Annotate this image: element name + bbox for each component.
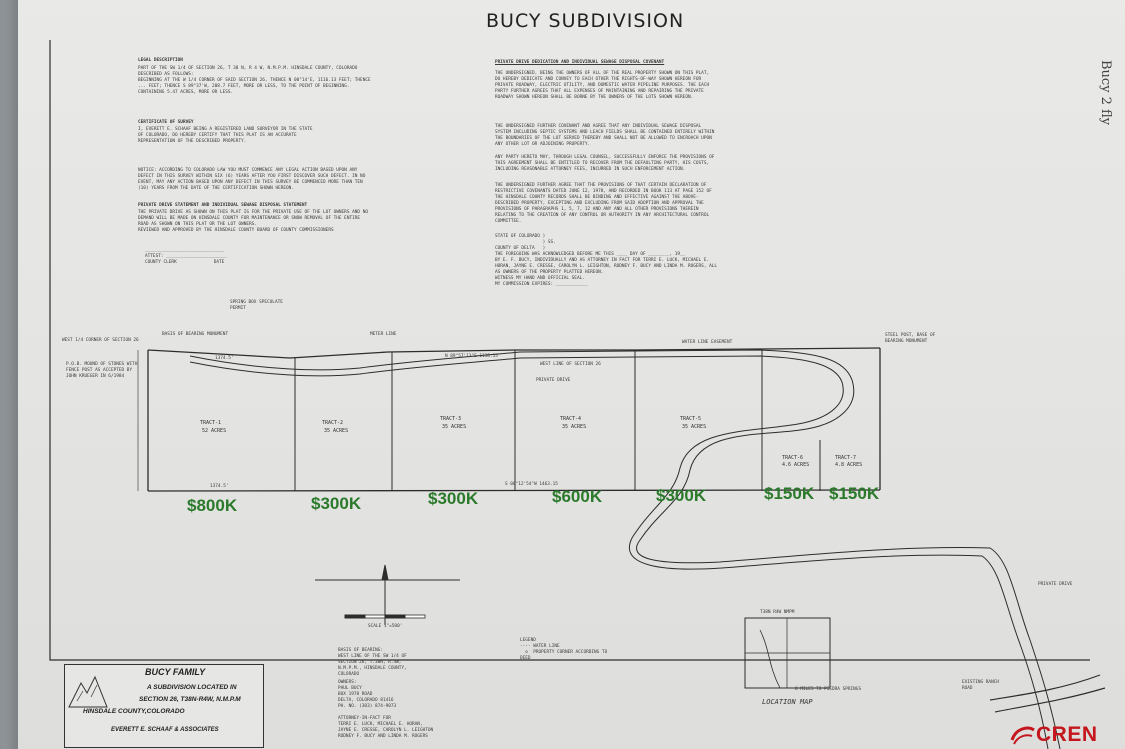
tract-4-acres: 35 ACRES (562, 424, 587, 430)
cren-logo-text: CREN (1036, 723, 1098, 746)
survey-heading: CERTIFICATE OF SURVEY (138, 120, 194, 125)
pob-label: P.O.B. MOUND OF STONES WITH FENCE POST A… (66, 362, 141, 379)
west-corner-label: WEST 1/4 CORNER OF SECTION 26 (62, 338, 139, 343)
private-drive-label-east: PRIVATE DRIVE (1038, 582, 1073, 587)
price-tract-5: $300K (656, 486, 707, 505)
tract-1-name: TRACT-1 (200, 420, 222, 426)
owners-note: OWNERS: PAUL BUCY BOX 1978 ROAD DELTA, C… (338, 680, 397, 709)
cren-swoosh-icon (1010, 726, 1035, 745)
tract-6-name: TRACT-6 (782, 455, 804, 461)
location-map-frame (744, 617, 831, 689)
title-block-surveyor: EVERETT E. SCHAAF & ASSOCIATES (111, 727, 219, 733)
sheet-border-line (49, 40, 1090, 661)
tract-7-acres: 4.8 ACRES (835, 462, 863, 468)
existing-ranch-road-label: EXISTING RANCH ROAD (962, 680, 1002, 691)
basis-monument-label: BASIS OF BEARING MONUMENT (162, 332, 229, 337)
private-drive-label: PRIVATE DRIVE (536, 378, 571, 383)
tract-7-name: TRACT-7 (835, 455, 857, 461)
signature-lines: ______________________________ ATTEST: _… (145, 248, 227, 265)
price-tract-4: $600K (552, 487, 603, 506)
tract-5-name: TRACT-5 (680, 416, 702, 422)
plat-title: BUCY SUBDIVISION (486, 10, 685, 32)
cren-logo: CREN (1008, 722, 1098, 748)
existing-ranch-road-edge (994, 687, 1106, 713)
west-line-label: WEST LINE OF SECTION 26 (540, 362, 601, 367)
scale-label: SCALE 1"=500' (368, 624, 403, 629)
title-block-line-3: SECTION 26, T38N-R4W, N.M.P.M (139, 696, 241, 703)
legal-heading: LEGAL DESCRIPTION (138, 58, 183, 63)
price-tract-2: $300K (311, 494, 362, 513)
tract-6-acres: 4.6 ACRES (782, 462, 810, 468)
dimension-label: 1374.5' (215, 356, 234, 361)
location-map-note: 8 MILES TO PIEDRA SPRINGS (795, 687, 862, 692)
south-boundary (147, 489, 881, 492)
covenant-paragraph-1: THE UNDERSIGNED, BEING THE OWNERS OF ALL… (495, 71, 712, 100)
covenant-heading: PRIVATE DRIVE DEDICATION AND INDIVIDUAL … (495, 60, 665, 65)
meter-line-label: METER LINE (370, 332, 397, 337)
legal-description: PART OF THE SW 1/4 OF SECTION 26, T 38 N… (138, 66, 371, 95)
price-tract-7: $150K (829, 484, 880, 503)
survey-certificate: I, EVERETT E. SCHAAF BEING A REGISTERED … (138, 127, 316, 144)
tract-1-acres: 52 ACRES (202, 428, 227, 434)
existing-ranch-road (989, 674, 1101, 701)
plat-sheet (18, 0, 1125, 749)
private-drive-road-edge (189, 355, 1049, 749)
tract-4-name: TRACT-4 (560, 416, 582, 422)
notary-block: STATE OF COLORADO ) ) SS. COUNTY OF DELT… (495, 234, 718, 287)
scale-bar (344, 614, 426, 619)
legend: LEGEND ---- WATER LINE o PROPERTY CORNER… (520, 638, 608, 661)
tract-2-name: TRACT-2 (322, 420, 344, 426)
edge-handwriting: Bucy 2 fly (1098, 60, 1113, 126)
title-block: BUCY FAMILY A SUBDIVISION LOCATED IN SEC… (64, 664, 264, 748)
basis-of-bearing-note: BASIS OF BEARING: WEST LINE OF THE SW 1/… (338, 648, 407, 677)
dimension-label: 1374.5' (210, 484, 229, 489)
location-map-title: LOCATION MAP (762, 698, 813, 706)
covenant-paragraph-4: THE UNDERSIGNED FURTHER AGREE THAT THE P… (495, 183, 715, 224)
price-tract-6: $150K (764, 484, 815, 503)
spring-box-label: SPRING BOX SPECULATE PERMIT (230, 300, 286, 311)
attorney-note: ATTORNEY-IN-FACT FOR TERRI E. LUCK, MICH… (338, 716, 434, 739)
water-line-label: WATER LINE EASEMENT (682, 340, 733, 345)
tract-2-acres: 35 ACRES (324, 428, 349, 434)
steel-post-label: STEEL POST, BASE OF BEARING MONUMENT (885, 333, 938, 344)
title-block-line-2: A SUBDIVISION LOCATED IN (147, 684, 237, 691)
south-bearing-label: S 00°12'54"W 1463.15 (505, 482, 558, 487)
north-bearing-label: N 89°57'13"E 1138.15 (445, 354, 498, 359)
mountain-logo-icon (68, 675, 108, 708)
tract-5-acres: 35 ACRES (682, 424, 707, 430)
covenant-paragraph-2: THE UNDERSIGNED FURTHER COVENANT AND AGR… (495, 124, 718, 147)
drive-heading: PRIVATE DRIVE STATEMENT AND INDIVIDUAL S… (138, 203, 308, 208)
tract-3-acres: 35 ACRES (442, 424, 467, 430)
tract-3-name: TRACT-3 (440, 416, 462, 422)
location-map-township: T38N R4W NMPM (760, 610, 795, 615)
price-tract-1: $800K (187, 496, 238, 515)
title-block-family: BUCY FAMILY (145, 667, 206, 677)
title-block-line-4: HINSDALE COUNTY,COLORADO (83, 708, 185, 715)
private-drive-road (189, 349, 1061, 749)
drive-statement: THE PRIVATE DRIVE AS SHOWN ON THIS PLAT … (138, 210, 368, 233)
covenant-paragraph-3: ANY PARTY HERETO MAY, THROUGH LEGAL COUN… (495, 155, 718, 172)
survey-notice: NOTICE: ACCORDING TO COLORADO LAW YOU MU… (138, 168, 368, 191)
price-tract-3: $300K (428, 489, 479, 508)
